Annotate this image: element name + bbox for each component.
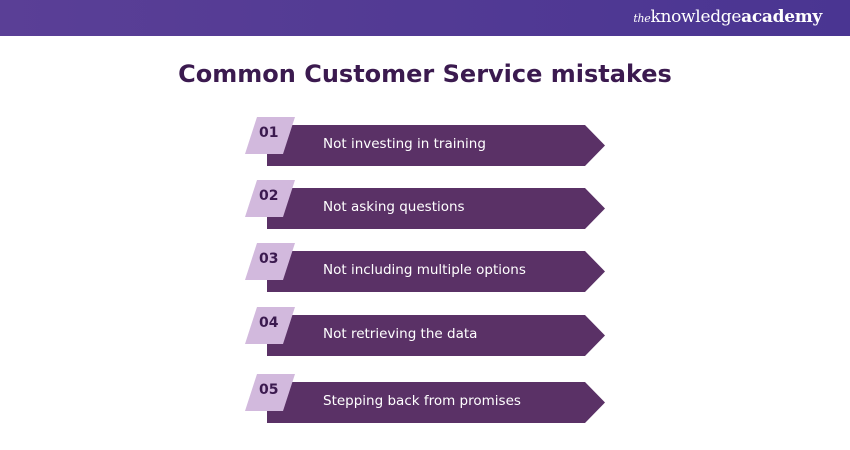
item-label: Not asking questions (323, 199, 465, 215)
item-number: 05 (259, 382, 279, 398)
item-label: Not investing in training (323, 136, 486, 152)
logo-main: knowledge (650, 7, 742, 27)
item-label: Stepping back from promises (323, 393, 521, 409)
item-label: Not including multiple options (323, 262, 526, 278)
item-number: 02 (259, 188, 279, 204)
item-number: 01 (259, 125, 279, 141)
arrow-banner (267, 382, 605, 423)
arrow-banner (267, 125, 605, 166)
logo-suffix: academy (741, 7, 822, 27)
page-title: Common Customer Service mistakes (178, 60, 672, 88)
arrow-banner (267, 251, 605, 292)
arrow-banner (267, 315, 605, 356)
logo[interactable]: theknowledgeacademy (633, 7, 822, 27)
header-bar: theknowledgeacademy (0, 0, 850, 36)
arrow-banner (267, 188, 605, 229)
item-label: Not retrieving the data (323, 326, 478, 342)
logo-prefix: the (633, 12, 651, 25)
item-number: 04 (259, 315, 279, 331)
item-number: 03 (259, 251, 279, 267)
